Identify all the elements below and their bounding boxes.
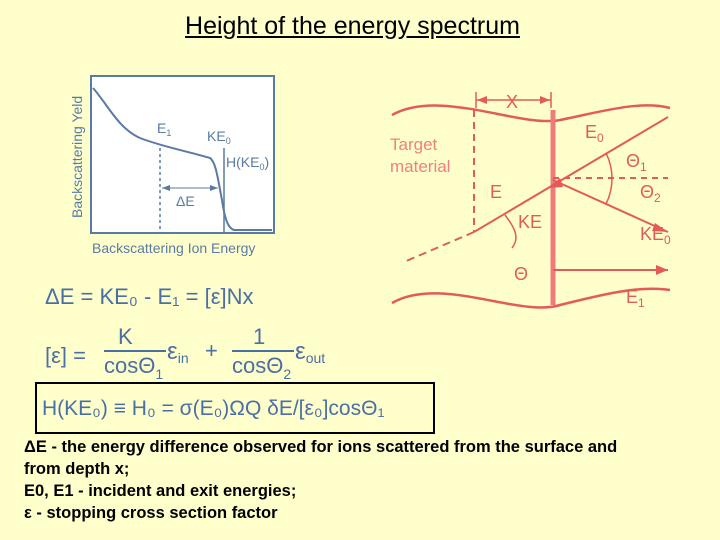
scattering-diagram: X Target material E0 Θ1 Θ2 E KE KE0 Θ E1: [390, 92, 671, 310]
target-top-boundary: [391, 104, 671, 123]
eq2-lhs: [ε] =: [45, 343, 86, 368]
spectrum-graph: E1 KE0 H(KE0) ΔE Backscattering Ion Ener…: [69, 75, 275, 256]
target-bottom-boundary: [391, 287, 671, 309]
equation-delta-e: ΔE = KE₀ - E₁ = [ε]Nx: [45, 284, 254, 309]
notes: ΔE - the energy difference observed for …: [24, 436, 617, 524]
eq2-eps-out: εout: [295, 338, 325, 366]
note-line: ΔE - the energy difference observed for …: [24, 438, 618, 456]
theta1-label: Θ1: [626, 151, 647, 174]
spectrum-curve: [92, 87, 272, 231]
graph-frame: [90, 75, 275, 234]
theta-label: Θ: [514, 264, 528, 284]
eq2-k: K: [118, 324, 133, 349]
ke-label: KE: [518, 212, 542, 232]
eq2-denominator-1: cosΘ1: [104, 353, 163, 382]
e-label: E: [490, 182, 502, 202]
theta2-arc: [605, 177, 613, 205]
graph-x-axis-label: Backscattering Ion Energy: [92, 240, 255, 256]
delta-e-arrowhead-right: [210, 185, 218, 191]
e1-label: E1: [626, 287, 645, 310]
e0-label: E0: [585, 122, 604, 145]
ke0-label: KE0: [640, 224, 671, 247]
x-arrowhead-left: [477, 96, 487, 104]
eq2-eps-in: εin: [167, 338, 189, 366]
eq2-plus: +: [205, 338, 218, 363]
incident-beam: [473, 116, 669, 233]
target-label-line1: Target: [390, 135, 438, 154]
eq2-denominator-2: cosΘ2: [232, 353, 291, 382]
eq2-one: 1: [253, 324, 265, 349]
target-label-line2: material: [390, 157, 450, 176]
graph-e1-label: E1: [157, 120, 171, 138]
graph-hke-label: H(KE0): [226, 154, 269, 172]
graph-y-axis-label: Backscattering Yeld: [69, 96, 85, 218]
note-line: E0, E1 - incident and exit energies;: [24, 482, 297, 500]
theta-arc: [504, 214, 517, 249]
e1-arrowhead: [656, 265, 668, 275]
note-line: from depth x;: [24, 460, 130, 478]
delta-e-arrowhead-left: [162, 185, 170, 191]
equation-box: [35, 382, 435, 434]
graph-ke0-label: KE0: [207, 128, 231, 146]
surface-exit-arrowhead: [652, 223, 668, 232]
theta2-label: Θ2: [640, 182, 661, 205]
x-label: X: [506, 92, 518, 112]
x-arrowhead-right: [540, 96, 550, 104]
theta1-arc: [605, 152, 613, 179]
depth-exit-dashed: [403, 231, 475, 263]
note-line: ε - stopping cross section factor: [24, 504, 278, 522]
incident-arrowhead: [548, 178, 563, 188]
graph-delta-e-label: ΔE: [176, 193, 195, 209]
page-title: Height of the energy spectrum: [185, 12, 520, 40]
equation-height: H(KE₀) ≡ H₀ = σ(E₀)ΩQ δE/[ε₀]cosΘ₁: [42, 397, 385, 420]
equation-stopping-factor: [ε] = K cosΘ1 εin + 1 cosΘ2 εout: [45, 324, 325, 382]
surface-exit-beam: [552, 179, 669, 233]
